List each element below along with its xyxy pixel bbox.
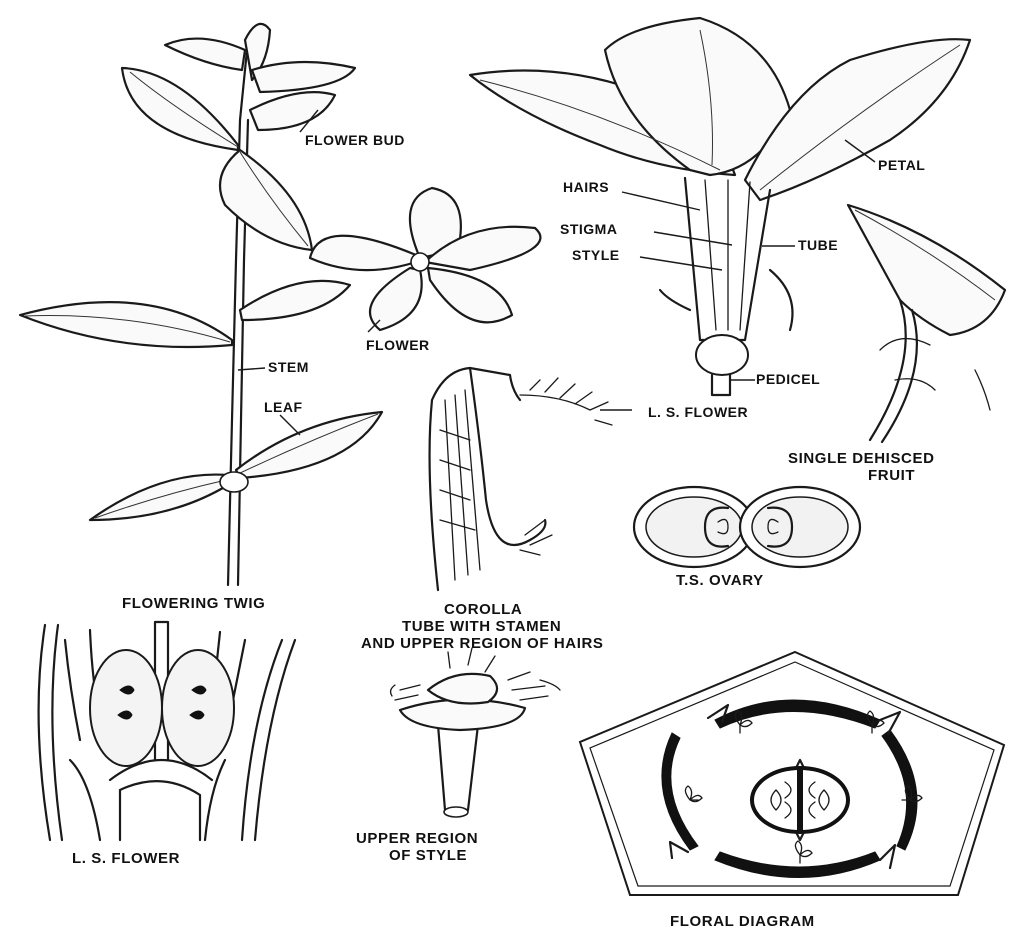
- pedicel-drawing: [712, 375, 730, 395]
- leader-hairs: [622, 192, 700, 210]
- leaf-near-flower: [240, 281, 350, 320]
- label-stigma: STIGMA: [560, 221, 617, 237]
- ts-ovary-drawing: [634, 487, 860, 567]
- leader-stigma: [654, 232, 732, 245]
- floral-diagram-drawing: [580, 652, 1004, 895]
- caption-style-line1: UPPER REGION: [356, 830, 478, 847]
- label-style: STYLE: [572, 247, 620, 263]
- caption-fruit-line1: SINGLE DEHISCED: [788, 450, 935, 467]
- petal-arc-bottom: [715, 852, 880, 878]
- caption-ts-ovary: T.S. OVARY: [676, 572, 764, 589]
- ls-flower-bottom-drawing: [39, 622, 295, 840]
- flower-drawing: [310, 188, 540, 330]
- label-tube: TUBE: [798, 237, 838, 253]
- ls-flower-drawing: [470, 18, 970, 395]
- caption-fruit-line2: FRUIT: [868, 467, 915, 484]
- label-pedicel: PEDICEL: [756, 371, 820, 387]
- caption-ls-flower-bottom: L. S. FLOWER: [72, 850, 180, 867]
- dehisced-fruit-drawing: [848, 205, 1005, 442]
- leader-style: [640, 257, 722, 270]
- label-stem: STEM: [268, 359, 309, 375]
- flower-bud: [250, 92, 335, 130]
- top-leaf-left: [165, 39, 245, 70]
- corolla-tube-drawing: [430, 368, 612, 590]
- leaf-lower-right: [236, 412, 382, 478]
- leader-leaf: [280, 415, 300, 435]
- caption-style-line2: OF STYLE: [389, 847, 467, 864]
- caption-floral-diagram: FLORAL DIAGRAM: [670, 913, 815, 930]
- label-flower: FLOWER: [366, 337, 430, 353]
- label-petal: PETAL: [878, 157, 925, 173]
- caption-corolla-line2: TUBE WITH STAMEN: [402, 618, 561, 635]
- top-leaf-right: [252, 62, 355, 92]
- label-leaf: LEAF: [264, 399, 303, 415]
- label-flower-bud: FLOWER BUD: [305, 132, 405, 148]
- caption-flowering-twig: FLOWERING TWIG: [122, 595, 265, 612]
- caption-corolla-line1: COROLLA: [444, 601, 522, 618]
- upper-style-drawing: [391, 648, 560, 817]
- leaf-middle: [220, 150, 312, 250]
- label-hairs: HAIRS: [563, 179, 609, 195]
- petal-arc-left: [662, 733, 698, 850]
- leaf-left-long: [20, 302, 232, 347]
- caption-corolla-line3: AND UPPER REGION OF HAIRS: [361, 635, 604, 652]
- label-ls-flower-top: L. S. FLOWER: [648, 404, 748, 420]
